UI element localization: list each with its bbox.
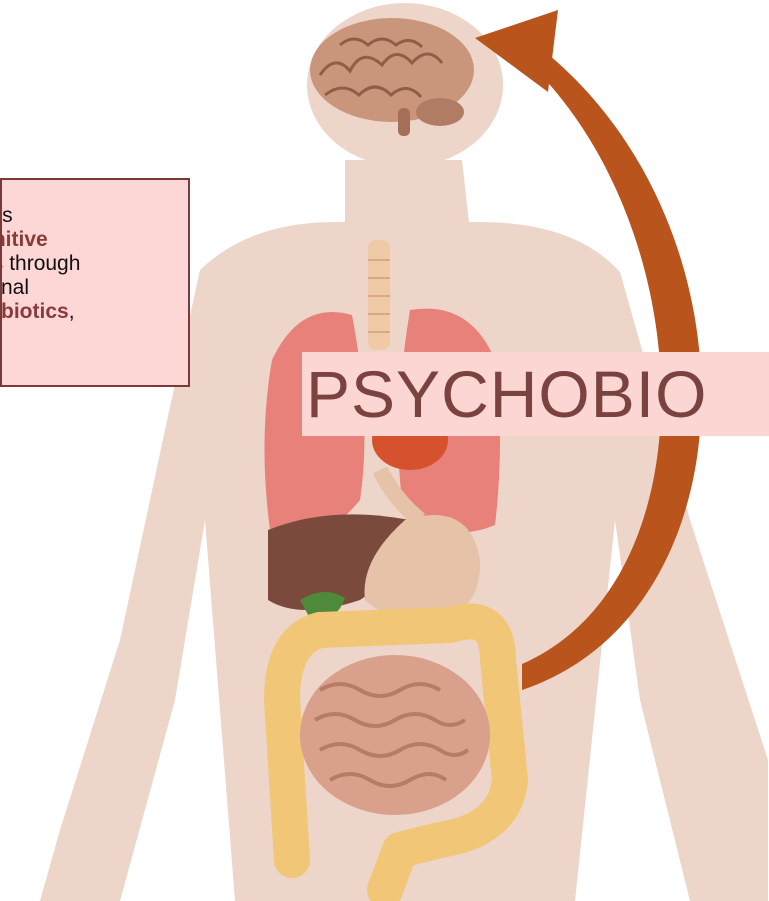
small-intestine xyxy=(300,655,490,815)
trachea xyxy=(368,240,390,350)
info-line-5: robiotics, xyxy=(0,300,75,324)
title-banner-text: PSYCHOBIO xyxy=(306,356,707,432)
info-line-1: ces xyxy=(0,204,13,228)
info-line-5-highlight: robiotics xyxy=(0,300,69,323)
info-line-5-text: , xyxy=(69,300,75,323)
title-banner: PSYCHOBIO xyxy=(302,352,769,436)
info-textbox: ces gnitive es through stinal robiotics, xyxy=(0,178,190,387)
info-line-3-text: through xyxy=(3,252,80,275)
info-line-2: gnitive xyxy=(0,228,48,252)
info-line-3: es through xyxy=(0,252,80,276)
info-line-4: stinal xyxy=(0,276,29,300)
